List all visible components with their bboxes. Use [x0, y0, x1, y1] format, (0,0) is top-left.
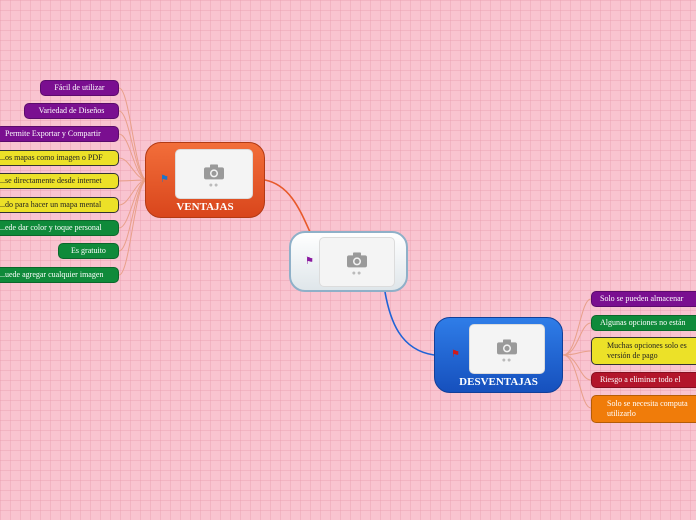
ventajas-item[interactable]: ...uede agregar cualquier imagen	[0, 267, 119, 283]
image-placeholder: ●●	[175, 149, 253, 199]
flag-icon: ⚑	[160, 174, 169, 185]
desventajas-item[interactable]: Solo se necesita computa utilizarlo	[591, 395, 696, 423]
ventajas-item[interactable]: Variedad de Diseños	[24, 103, 119, 119]
camera-icon	[204, 164, 224, 180]
ventajas-item[interactable]: Permite Exportar y Compartir	[0, 126, 119, 142]
desventajas-item[interactable]: Riesgo a eliminar todo el	[591, 372, 696, 388]
ventajas-item[interactable]: ...os mapas como imagen o PDF	[0, 150, 119, 166]
ventajas-item[interactable]: ...se directamente desde internet	[0, 173, 119, 189]
desventajas-node[interactable]: ⚑ ●● DESVENTAJAS	[434, 317, 563, 393]
ventajas-label: VENTAJAS	[176, 201, 234, 213]
central-topic[interactable]: ⚑ ●●	[289, 231, 408, 292]
flag-icon: ⚑	[305, 256, 314, 267]
carousel-dots: ●●	[208, 181, 220, 189]
camera-icon	[497, 339, 517, 355]
ventajas-item[interactable]: ...ede dar color y toque personal	[0, 220, 119, 236]
carousel-dots: ●●	[501, 356, 513, 364]
ventajas-node[interactable]: ⚑ ●● VENTAJAS	[145, 142, 265, 218]
camera-icon	[347, 252, 367, 268]
desventajas-item[interactable]: Solo se pueden almacenar	[591, 291, 696, 307]
flag-icon: ⚑	[451, 349, 460, 360]
image-placeholder: ●●	[319, 237, 395, 287]
desventajas-label: DESVENTAJAS	[459, 376, 538, 388]
ventajas-item[interactable]: ...do para hacer un mapa mental	[0, 197, 119, 213]
desventajas-item[interactable]: Muchas opciones solo es versión de pago	[591, 337, 696, 365]
image-placeholder: ●●	[469, 324, 545, 374]
ventajas-item[interactable]: Fácil de utilizar	[40, 80, 119, 96]
ventajas-item[interactable]: Es gratuito	[58, 243, 119, 259]
desventajas-item[interactable]: Algunas opciones no están	[591, 315, 696, 331]
carousel-dots: ●●	[351, 269, 363, 277]
